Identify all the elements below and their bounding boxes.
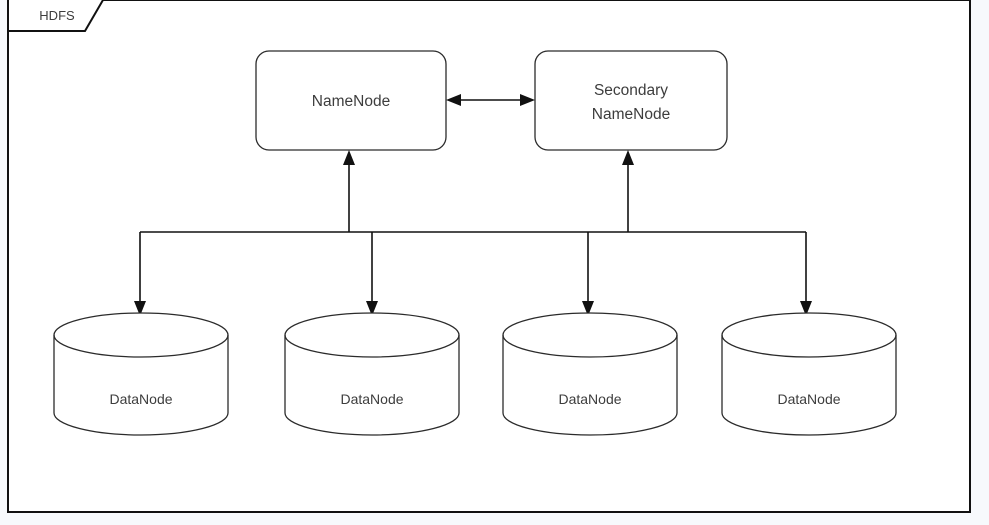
- arrowhead-down-datanode-2: [366, 301, 378, 316]
- datanode-2-label: DataNode: [340, 391, 403, 407]
- datanode-1[interactable]: DataNode: [53, 312, 229, 436]
- hdfs-tab-label: HDFS: [39, 8, 75, 23]
- datanode-1-label: DataNode: [109, 391, 172, 407]
- datanode-4-top-ellipse: [721, 334, 897, 358]
- datanode-1-top-ellipse: [53, 334, 229, 358]
- connector-bus-to-datanode-3: [582, 232, 594, 316]
- arrowhead-right: [520, 94, 535, 106]
- arrowhead-up-namenode: [343, 150, 355, 165]
- datanode-3-body: [502, 312, 678, 436]
- datanode-2-body: [284, 312, 460, 436]
- datanode-4[interactable]: DataNode: [721, 312, 897, 436]
- arrowhead-down-datanode-1: [134, 301, 146, 316]
- secondary-namenode-label-line1: Secondary: [594, 82, 668, 99]
- namenode-rect: [255, 50, 447, 151]
- secondary-namenode-rect: [534, 50, 728, 151]
- namenode-box[interactable]: NameNode: [255, 50, 447, 151]
- connector-namenode-secondary: [446, 94, 535, 106]
- arrowhead-left: [446, 94, 461, 106]
- datanode-2-top-ellipse: [284, 334, 460, 358]
- arrowhead-down-datanode-4: [800, 301, 812, 316]
- datanode-1-body: [53, 312, 229, 436]
- secondary-namenode-label-line2: NameNode: [592, 106, 670, 123]
- datanode-4-body: [721, 312, 897, 436]
- arrowhead-up-secondary: [622, 150, 634, 165]
- arrowhead-down-datanode-3: [582, 301, 594, 316]
- connector-bus-to-namenode: [343, 150, 355, 232]
- datanode-3[interactable]: DataNode: [502, 312, 678, 436]
- namenode-label: NameNode: [312, 93, 390, 110]
- secondary-namenode-box[interactable]: Secondary NameNode: [534, 50, 728, 151]
- connector-bus-to-datanode-1: [134, 232, 146, 316]
- datanode-3-label: DataNode: [558, 391, 621, 407]
- connector-bus-to-secondary-namenode: [622, 150, 634, 232]
- datanode-2[interactable]: DataNode: [284, 312, 460, 436]
- datanode-4-label: DataNode: [777, 391, 840, 407]
- connector-bus-to-datanode-4: [800, 232, 812, 316]
- datanode-3-top-ellipse: [502, 334, 678, 358]
- connector-bus-to-datanode-2: [366, 232, 378, 316]
- frame-outline: [7, 0, 971, 513]
